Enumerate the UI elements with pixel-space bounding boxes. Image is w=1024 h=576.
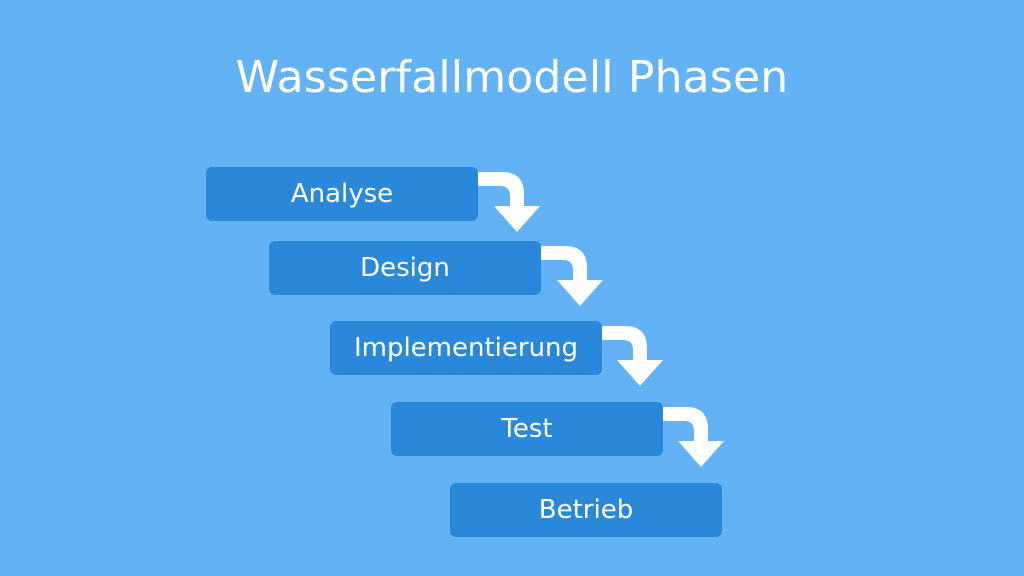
phase-label: Design xyxy=(360,253,450,283)
curved-down-arrow-icon xyxy=(541,246,603,306)
curved-down-arrow-icon xyxy=(601,326,663,386)
phase-label: Test xyxy=(501,414,553,444)
phase-box-test: Test xyxy=(391,402,663,456)
phase-box-analyse: Analyse xyxy=(206,167,478,221)
phase-box-design: Design xyxy=(269,241,541,295)
phase-box-betrieb: Betrieb xyxy=(450,483,722,537)
phase-label: Analyse xyxy=(290,179,394,209)
phase-label: Implementierung xyxy=(353,333,579,363)
phase-box-implementierung: Implementierung xyxy=(330,321,602,375)
curved-down-arrow-icon xyxy=(662,407,724,467)
diagram-title: Wasserfallmodell Phasen xyxy=(235,52,789,103)
curved-down-arrow-icon xyxy=(478,172,540,232)
phase-label: Betrieb xyxy=(538,495,634,525)
